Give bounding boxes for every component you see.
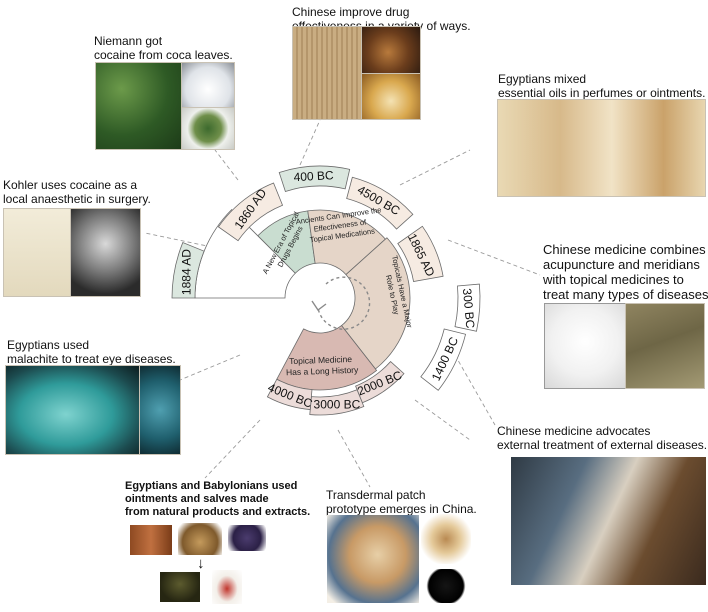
connector-lines (144, 119, 541, 488)
date-label-0: 1884 AD (179, 249, 193, 295)
sector-ancients (307, 209, 386, 276)
date-band-0 (171, 242, 205, 299)
photo-herbal-ingredients (421, 514, 471, 564)
photo-black-plaster (424, 569, 468, 603)
connector-line-2 (399, 149, 471, 186)
caption-babylonians: Egyptians and Babylonians used ointments… (125, 480, 311, 518)
date-band-5 (454, 283, 481, 332)
caption-egyptians-mixed: Egyptians mixed essential oils in perfum… (498, 72, 706, 100)
date-band-2 (278, 165, 351, 192)
photo-malachite-stone (5, 365, 140, 455)
connector-line-4 (447, 239, 541, 276)
date-label-2: 400 BC (293, 168, 334, 184)
date-band-6 (420, 328, 467, 391)
photo-cocaine-powder (181, 62, 235, 108)
date-band-3 (346, 176, 414, 230)
photo-acupuncture-figure (544, 303, 626, 389)
date-label-5: 300 BC (460, 288, 477, 329)
caption-transdermal: Transdermal patch prototype emerges in C… (326, 488, 477, 516)
photo-herbal-pills (361, 73, 421, 120)
caption-malachite: Egyptians used malachite to treat eye di… (7, 338, 176, 366)
connector-line-8 (337, 429, 371, 488)
photo-chinese-books (510, 456, 707, 586)
connector-line-3 (144, 232, 213, 248)
connector-line-6 (454, 354, 496, 426)
date-band-7 (355, 361, 405, 404)
photo-ointment-jar (160, 572, 200, 602)
connector-line-0 (214, 149, 239, 181)
outer-bands (171, 165, 481, 416)
caption-acupuncture: Chinese medicine combines acupuncture an… (543, 242, 708, 302)
caption-external: Chinese medicine advocates external trea… (497, 424, 708, 452)
connector-line-5 (179, 354, 241, 381)
photo-ancient-manuscript (292, 26, 362, 120)
photo-egyptian-painting (497, 99, 706, 197)
date-band-4 (397, 225, 444, 282)
connector-line-1 (299, 119, 321, 166)
sector-label-long-history: Topical Medicine Has a Long History (285, 354, 359, 378)
caption-kohler: Kohler uses cocaine as a local anaesthet… (3, 178, 151, 206)
cycle-arrowhead-icon (311, 300, 327, 312)
photo-grapes (228, 525, 266, 551)
caption-niemann: Niemann got cocaine from coca leaves. (94, 34, 233, 62)
photo-chinese-painting (625, 303, 705, 389)
photo-patch-illustration (327, 515, 419, 603)
date-band-9 (266, 378, 313, 411)
connector-line-7 (204, 419, 261, 479)
cycle-arrow-icon (317, 276, 371, 330)
photo-natural-extracts (178, 523, 222, 555)
photo-malachite-beads (139, 365, 181, 455)
arrow-down-icon: ↓ (197, 555, 205, 572)
photo-ointment-vessel (212, 570, 242, 604)
date-band-1 (217, 182, 284, 242)
photo-cinnamon (130, 525, 172, 555)
sector-major-role (340, 237, 411, 370)
photo-coca-tea (181, 107, 235, 150)
connector-line-9 (414, 399, 471, 441)
photo-coca-leaves (95, 62, 182, 150)
photo-kohler-portrait (70, 208, 141, 297)
date-label-8: 3000 BC (314, 398, 361, 412)
